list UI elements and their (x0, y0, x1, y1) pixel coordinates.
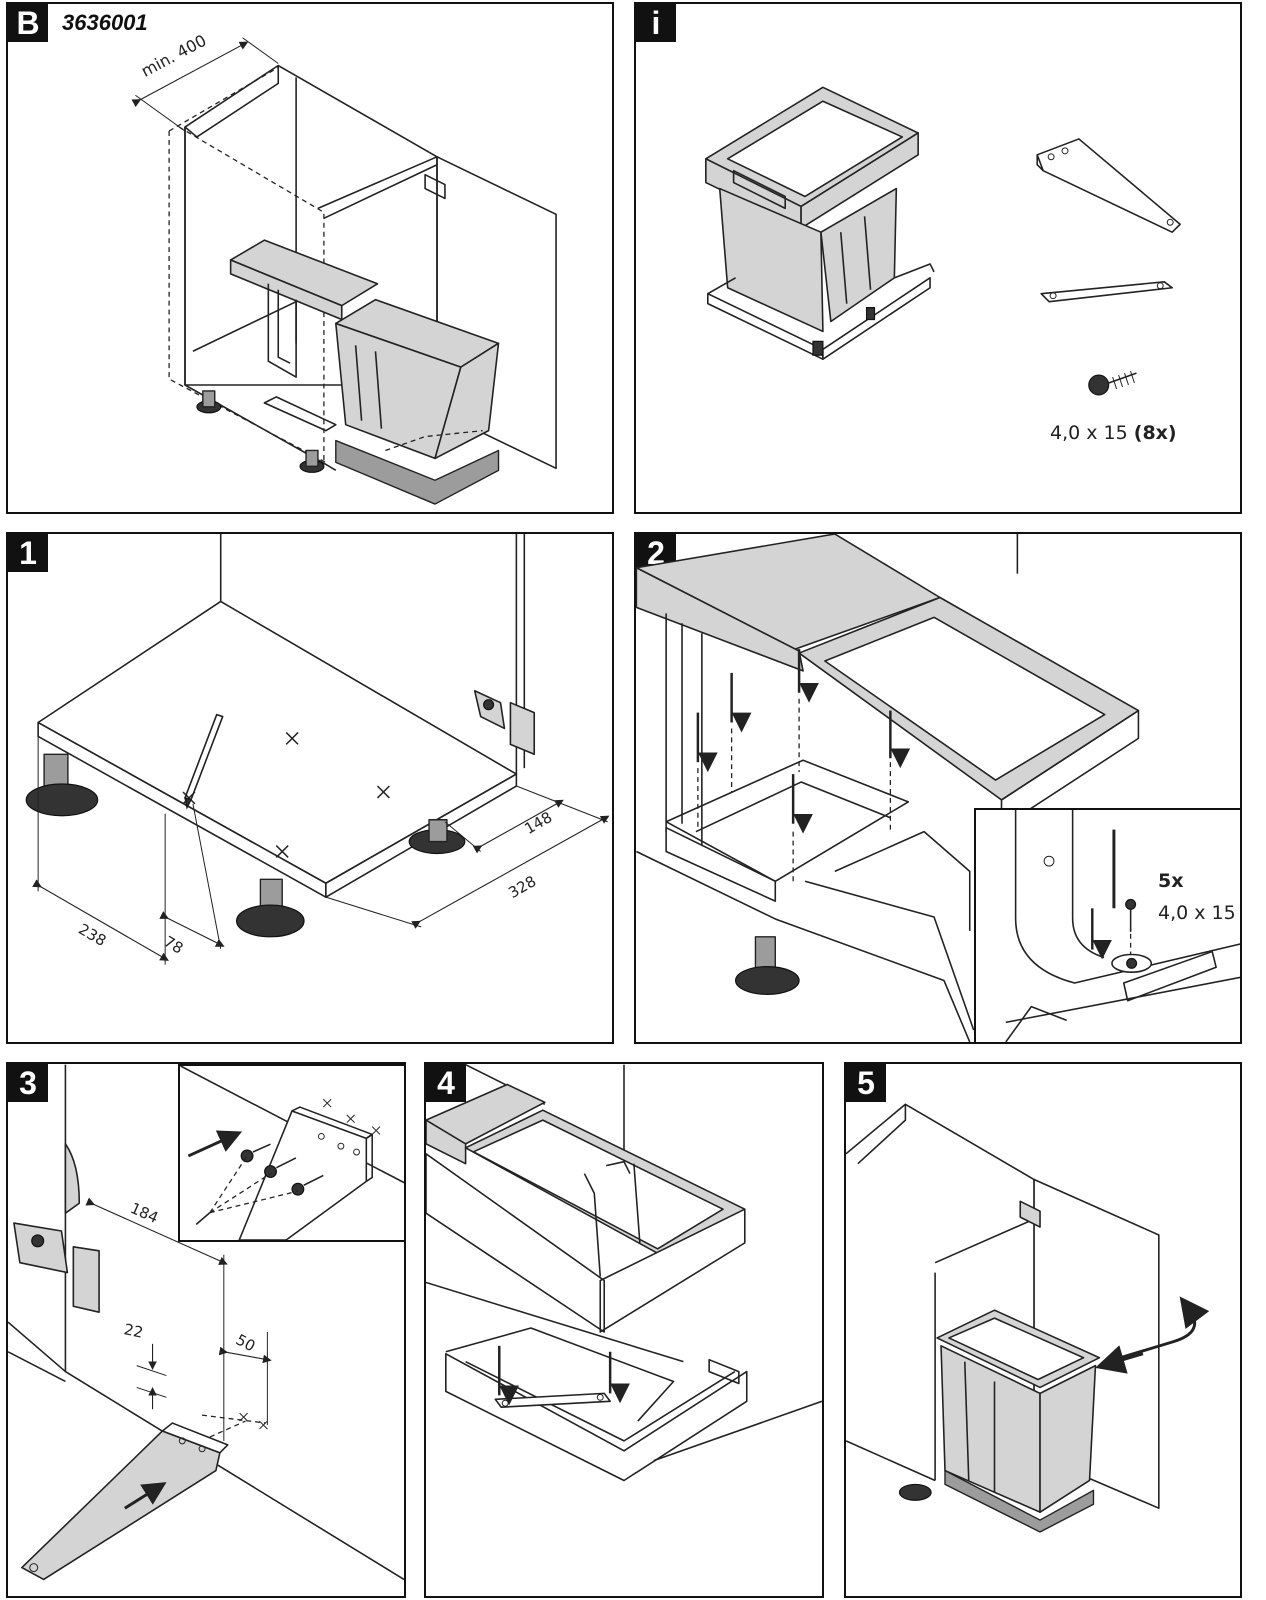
panel-badge: 5 (846, 1064, 886, 1102)
cabinet-with-waste-bin-illustration (131, 37, 557, 505)
screw-quantity: (8x) (1133, 422, 1177, 444)
panel-step-4: 4 (424, 1062, 824, 1598)
screw-size-label: 4,0 x 15 (1158, 902, 1236, 924)
panel-badge: B (8, 4, 48, 42)
detail-inset: 5x 4,0 x 15 (974, 808, 1240, 1042)
final-assembly-illustration (846, 1103, 1210, 1533)
panel-step-1: 1 (6, 532, 614, 1044)
panel-contents: i 4,0 x 15 (8x) (634, 2, 1242, 514)
screw-size-label: 4,0 x 15 (8x) (1050, 422, 1177, 444)
parts-contents-illustration (705, 86, 1181, 396)
panel-step-2: 2 (634, 532, 1242, 1044)
panel-badge: 3 (8, 1064, 48, 1102)
bracket-mounting-illustration (8, 1064, 404, 1581)
rail-bar-installation-illustration (426, 1064, 822, 1482)
screw-quantity: 5x (1158, 870, 1184, 892)
frame-screwing-illustration (636, 534, 1140, 1042)
panel-overview: B 3636001 (6, 2, 614, 514)
screw-detail-illustration (1005, 810, 1240, 1042)
article-number: 3636001 (62, 10, 148, 35)
panel-step-5: 5 (844, 1062, 1242, 1598)
dimension-22: 22 (122, 1320, 145, 1342)
bracket-screw-detail (180, 1066, 404, 1240)
panel-badge: i (636, 4, 676, 42)
detail-inset (178, 1064, 404, 1242)
panel-badge: 4 (426, 1064, 466, 1102)
panel-step-3: 3 (6, 1062, 406, 1598)
panel-badge: 1 (8, 534, 48, 572)
cabinet-base-marking-illustration (25, 534, 610, 965)
